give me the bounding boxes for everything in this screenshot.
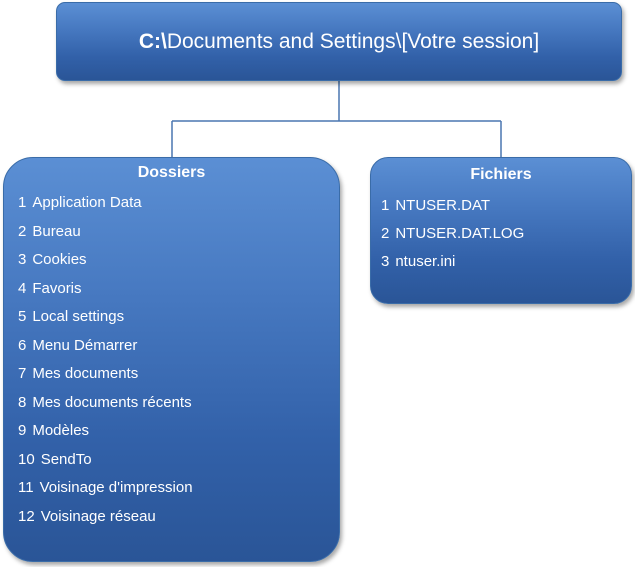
- item-number: 11: [18, 479, 34, 496]
- item-number: 3: [381, 253, 390, 270]
- item-number: 6: [18, 336, 27, 354]
- list-item: 8 Mes documents récents: [18, 393, 331, 422]
- item-label: Bureau: [32, 222, 81, 240]
- item-number: 9: [18, 422, 27, 439]
- item-label: Menu Démarrer: [32, 336, 138, 354]
- item-label: Modèles: [32, 422, 90, 439]
- item-label: Favoris: [32, 279, 82, 297]
- list-item: 2 Bureau: [18, 222, 331, 251]
- list-item: 9 Modèles: [18, 421, 331, 450]
- dossiers-list: 1 Application Data 2 Bureau 3 Cookies 4 Favo…: [18, 193, 331, 535]
- item-number: 4: [18, 279, 27, 297]
- item-label: Voisinage d'impression: [39, 479, 193, 496]
- item-number: 7: [18, 365, 27, 382]
- root-title: C:\Documents and Settings\[Votre session…: [139, 30, 539, 54]
- item-number: 1: [18, 194, 27, 211]
- item-label: ntuser.ini: [395, 253, 456, 270]
- fichiers-list: 1 NTUSER.DAT 2 NTUSER.DAT.LOG 3 ntuser.ini: [381, 196, 623, 280]
- item-number: 2: [381, 225, 390, 242]
- list-item: 2 NTUSER.DAT.LOG: [381, 224, 623, 252]
- list-item: 4 Favoris: [18, 279, 331, 308]
- fichiers-title: Fichiers: [470, 166, 532, 183]
- item-label: Cookies: [32, 251, 87, 268]
- fichiers-node: Fichiers 1 NTUSER.DAT 2 NTUSER.DAT.LOG 3 nt…: [370, 157, 632, 304]
- list-item: 7 Mes documents: [18, 364, 331, 393]
- item-label: Mes documents: [32, 365, 139, 382]
- item-number: 5: [18, 308, 27, 325]
- item-label: SendTo: [40, 450, 92, 468]
- list-item: 11 Voisinage d'impression: [18, 478, 331, 507]
- root-drive: C:\: [138, 29, 167, 53]
- connector-root-to-children: [171, 81, 502, 157]
- item-number: 12: [18, 507, 35, 525]
- list-item: 3 ntuser.ini: [381, 252, 623, 280]
- item-number: 10: [18, 450, 35, 468]
- list-item: 10 SendTo: [18, 450, 331, 479]
- list-item: 12 Voisinage réseau: [18, 507, 331, 536]
- root-path: Documents and Settings\[Votre session]: [166, 29, 540, 53]
- dossiers-node: Dossiers 1 Application Data 2 Bureau 3 Cook…: [3, 157, 340, 562]
- item-number: 2: [18, 222, 27, 240]
- item-label: Application Data: [32, 194, 142, 211]
- list-item: 1 Application Data: [18, 193, 331, 222]
- item-label: NTUSER.DAT: [395, 197, 491, 214]
- item-label: NTUSER.DAT.LOG: [395, 225, 525, 242]
- item-label: Local settings: [32, 308, 125, 325]
- item-number: 1: [381, 197, 390, 214]
- list-item: 3 Cookies: [18, 250, 331, 279]
- item-number: 3: [18, 251, 27, 268]
- item-label: Mes documents récents: [32, 393, 192, 411]
- list-item: 6 Menu Démarrer: [18, 336, 331, 365]
- dossiers-title: Dossiers: [137, 164, 206, 181]
- item-label: Voisinage réseau: [40, 507, 156, 525]
- list-item: 5 Local settings: [18, 307, 331, 336]
- list-item: 1 NTUSER.DAT: [381, 196, 623, 224]
- item-number: 8: [18, 393, 27, 411]
- root-node: C:\Documents and Settings\[Votre session…: [56, 2, 622, 81]
